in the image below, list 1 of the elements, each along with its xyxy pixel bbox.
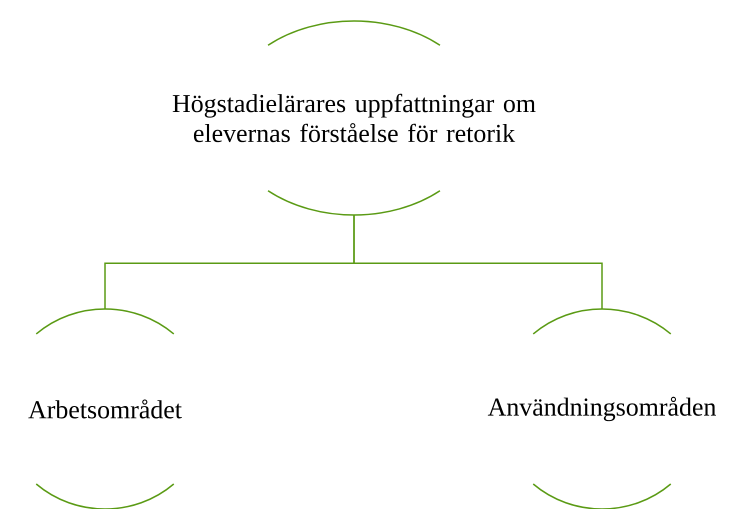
- connector-line: [353, 215, 603, 309]
